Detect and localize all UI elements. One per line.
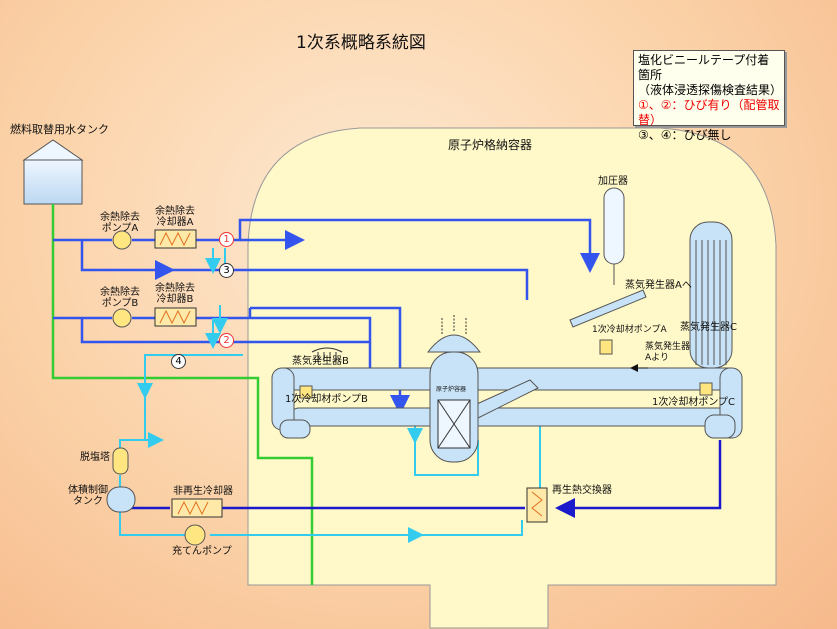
label-charging-pump: 充てんポンプ [172, 546, 232, 557]
label-fuel-tank: 燃料取替用水タンク [10, 123, 109, 136]
steam-generator-b [311, 347, 343, 362]
rhr-pump-a [112, 230, 132, 250]
green-line [51, 204, 314, 585]
label-sg-a-to: 蒸気発生器Aへ [625, 280, 692, 291]
degasifier [112, 447, 129, 475]
label-pump-c: 1次冷却材ポンプC [652, 397, 736, 408]
label-rhr-pump-a: 余熱除去 ポンプA [100, 212, 140, 234]
reactor-vessel [426, 315, 482, 463]
legend-box: 塩化ビニールテープ付着箇所 （液体浸透探傷検査結果） ①、②：ひび有り（配管取替… [633, 50, 785, 142]
fuel-tank [22, 139, 84, 205]
legend-line-4: ③、④：ひび無し [638, 128, 732, 142]
label-pump-a: 1次冷却材ポンプA [592, 325, 667, 335]
label-pump-b: 1次冷却材ポンプB [285, 394, 368, 405]
label-sg-a-from: 蒸気発生器 Aより [645, 342, 691, 363]
marker-4: 4 [171, 354, 186, 369]
label-reactor: 原子炉容器 [436, 386, 467, 393]
label-pressurizer: 加圧器 [598, 176, 628, 187]
rhr-lines [53, 218, 600, 415]
pressurizer [569, 187, 647, 328]
primary-loop [271, 367, 743, 439]
label-rhr-pump-b: 余熱除去 ポンプB [100, 287, 140, 309]
label-containment: 原子炉格納容器 [448, 138, 533, 152]
marker-1: 1 [219, 232, 234, 247]
label-regen-hx: 再生熱交換器 [552, 485, 612, 496]
label-sg-b: 蒸気発生器B [292, 356, 349, 367]
marker-2: 2 [219, 333, 234, 348]
volume-control-tank [106, 486, 136, 513]
marker-3: 3 [219, 263, 234, 278]
label-rhr-hx-b: 余熱除去 冷却器B [155, 283, 195, 305]
label-nonregen-hx: 非再生冷却器 [173, 486, 233, 497]
label-vct: 体積制御 タンク [68, 485, 108, 507]
rhr-pump-b [112, 308, 132, 328]
label-degasifier: 脱塩塔 [80, 452, 110, 463]
primary-pumps [299, 339, 713, 399]
legend-line-3: ①、②：ひび有り（配管取替） [638, 98, 780, 127]
label-sg-c: 蒸気発生器C [680, 322, 737, 333]
charging-pump [184, 524, 206, 546]
label-rhr-hx-a: 余熱除去 冷却器A [155, 206, 195, 228]
page-title: 1次系概略系統図 [296, 33, 426, 53]
steam-generator-c [689, 221, 733, 369]
legend-line-2: （液体浸透探傷検査結果） [638, 83, 783, 97]
legend-line-1: 塩化ビニールテープ付着箇所 [638, 53, 770, 82]
